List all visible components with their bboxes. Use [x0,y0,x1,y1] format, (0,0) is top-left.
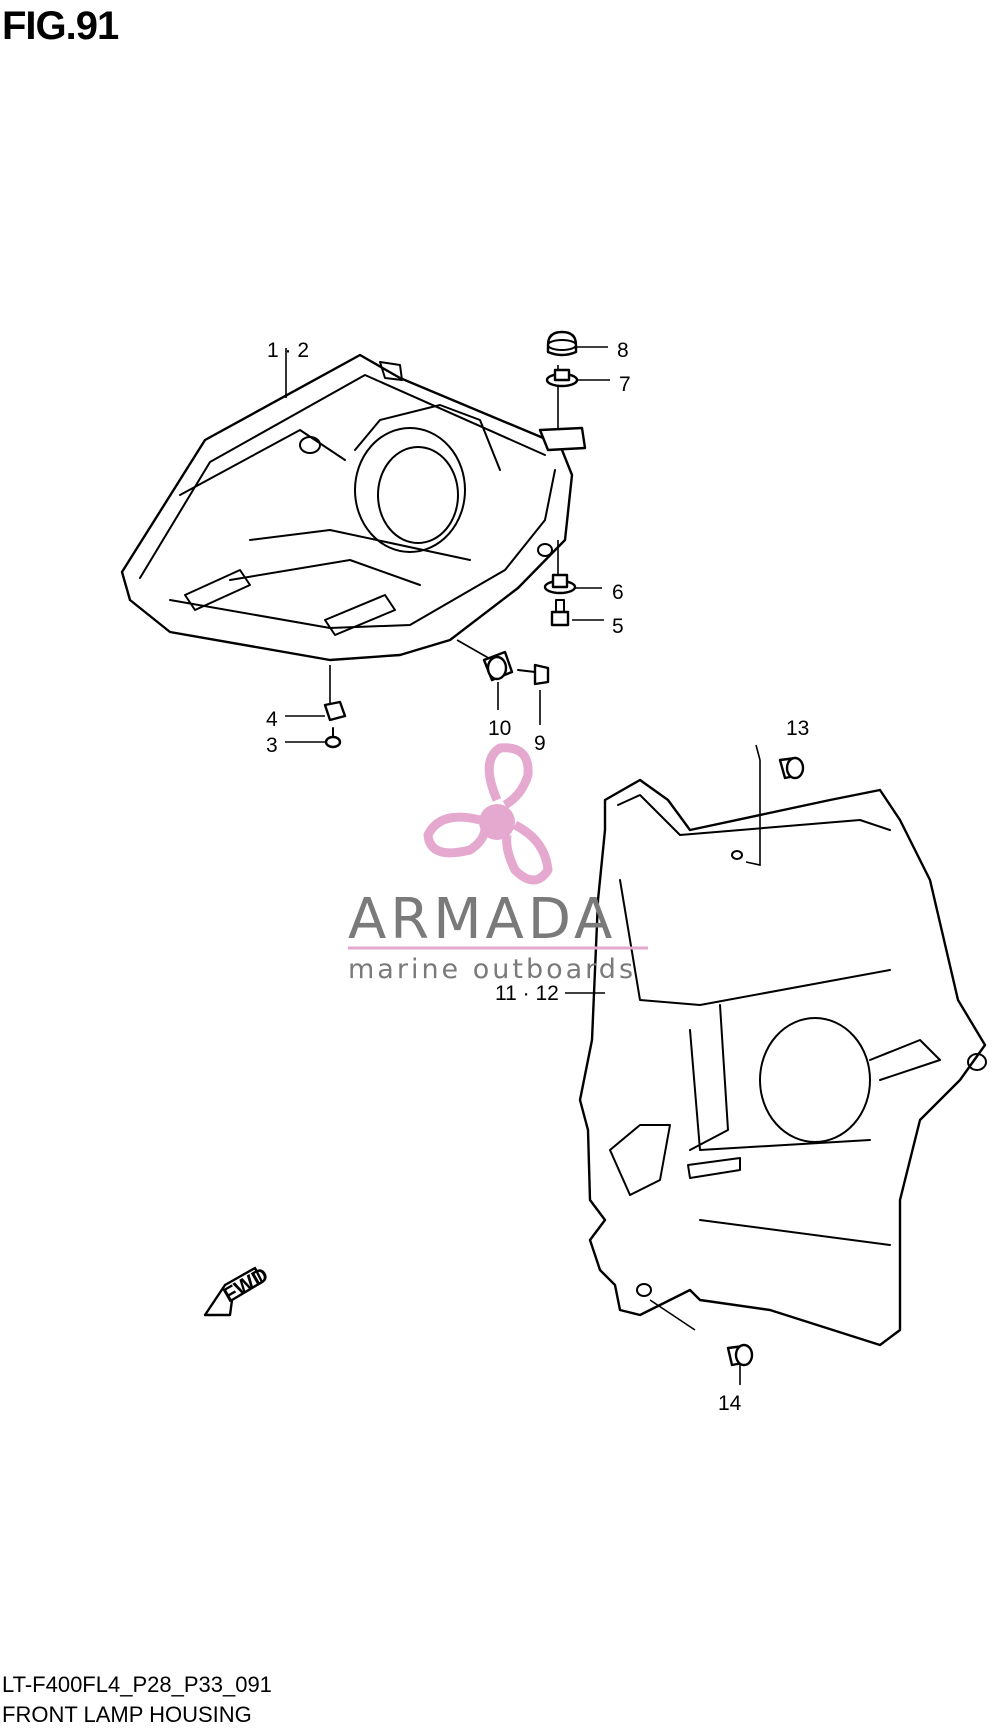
collar-7[interactable] [545,368,579,388]
callout-9: 9 [534,732,546,755]
section-name: FRONT LAMP HOUSING [2,1702,252,1727]
nut-4[interactable] [323,700,347,722]
bolt-9[interactable] [517,663,550,686]
bolt-5[interactable] [550,599,570,627]
model-code: LT-F400FL4_P28_P33_091 [2,1672,272,1697]
callout-3: 3 [266,734,278,757]
armada-watermark: ARMADA marine outboards [348,743,648,985]
propeller-logo-icon [423,743,553,885]
callout-4: 4 [266,708,278,731]
collar-6[interactable] [543,573,577,595]
callout-6: 6 [612,581,624,604]
screw-3[interactable] [324,727,342,749]
callout-5: 5 [612,615,624,638]
figure-title: FIG.91 [2,4,119,48]
leader-lines-upper [285,346,610,743]
lamp-housing-part[interactable] [120,353,587,662]
callout-7: 7 [619,373,631,396]
callout-13: 13 [786,717,809,740]
inner-cover-part[interactable] [578,778,987,1347]
clip-14[interactable] [726,1343,754,1367]
callout-10: 10 [488,717,511,740]
grommet-8[interactable] [546,330,578,357]
callout-11-12: 11 · 12 [495,982,559,1005]
callout-8: 8 [617,339,629,362]
watermark-tagline: marine outboards [348,954,636,985]
fwd-arrow-icon: FWD [203,1263,272,1317]
clip-13[interactable] [778,756,805,780]
callout-1-2: 1 · 2 [267,339,309,362]
fwd-label: FWD [219,1263,272,1307]
callout-14: 14 [718,1392,742,1415]
grommet-10[interactable] [482,650,514,682]
watermark-brand: ARMADA [348,887,616,952]
